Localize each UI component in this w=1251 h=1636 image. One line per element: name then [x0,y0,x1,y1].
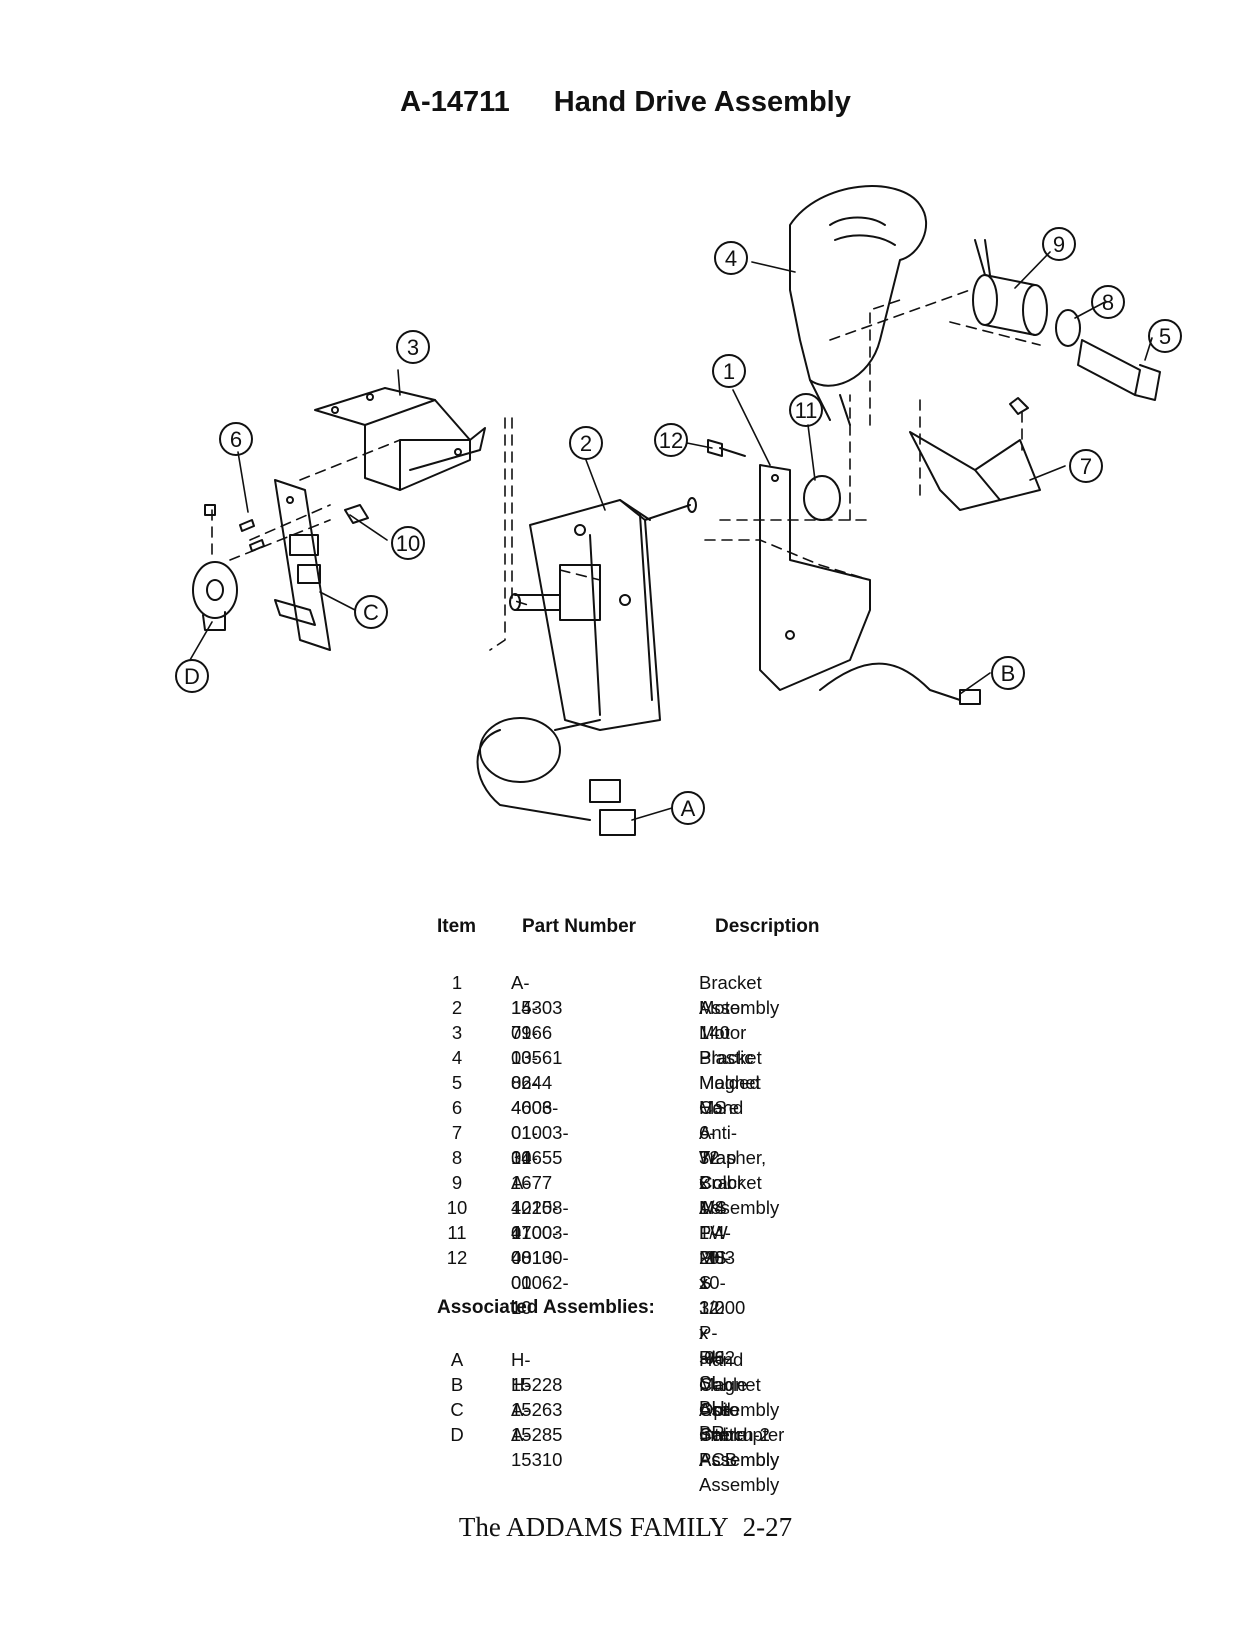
interrupter-part [192,561,238,631]
row-part: A-15303 [511,972,563,1018]
row-part: 4010-01062-10 [511,1247,569,1318]
callout-a: A [681,796,696,821]
row-item: 3 [451,1022,463,1043]
associated-assemblies-heading: Associated Assemblies: [437,1297,655,1318]
plastic-hand-part [789,185,927,426]
callout-b: B [1001,661,1016,686]
callout-1: 1 [723,359,735,384]
motor-gearbox-part [476,497,697,836]
row-desc: MS 10-32 x 5/8 SL-BH-BR [699,1247,731,1443]
row-part: 03-8644 [511,1047,553,1093]
callout-leader-lines [189,251,1153,821]
row-part: 4006-01003-04 [511,1097,569,1168]
row-desc: Magnet Coil Cable Assembly [699,1374,780,1470]
washer-color-part [1055,309,1081,347]
row-desc: Coil Assembly [699,1172,780,1218]
assembly-name: Hand Drive Assembly [553,86,851,118]
row-desc: Washer, Color [699,1147,767,1193]
exploded-view-diagram: 1 2 3 4 5 6 7 8 9 10 11 12 A B C D [175,185,1182,836]
callout-10: 10 [396,531,420,556]
row-item: A [450,1349,464,1370]
row-item: 12 [446,1247,468,1268]
row-part: 01-10561 [511,1022,563,1068]
bracket-assembly-part [759,464,981,705]
row-item: D [450,1424,464,1445]
header-item: Item [437,916,477,937]
footer-title: The ADDAMS FAMILY [458,1512,729,1542]
callout-3: 3 [407,335,419,360]
row-part: H-15228 [511,1349,563,1395]
row-desc: Motor Bracket [699,1022,762,1068]
callout-c: C [363,600,379,625]
row-desc: Interrupter Assembly [699,1424,785,1470]
washer-part [803,475,841,521]
callout-8: 8 [1102,290,1114,315]
row-item: B [450,1374,464,1395]
row-item: 7 [451,1122,463,1143]
page-title: A-14711 Hand Drive Assembly [0,86,1251,119]
row-desc: Anti-Trap Bracket [699,1122,762,1193]
row-part: 4700-00130-00 [511,1222,569,1293]
callout-2: 2 [580,431,592,456]
magnet-core-part [1077,339,1161,401]
callout-4: 4 [725,246,737,271]
row-desc: Magnet Core [699,1072,761,1118]
row-item: 11 [447,1222,467,1243]
page-number: 2-27 [742,1512,793,1542]
row-part: A-15285 [511,1399,563,1445]
row-part: H-15263 [511,1374,563,1420]
row-item: 8 [451,1147,463,1168]
row-item: C [450,1399,464,1420]
row-desc: Motor 140 [699,997,747,1043]
anti-trap-bracket-part [909,431,1041,511]
row-part: 4020-01003-08 [511,1197,569,1268]
page-footer: The ADDAMS FAMILY 2-27 [0,1512,1251,1543]
row-item: 1 [451,972,463,993]
header-part-number: Part Number [522,916,637,937]
row-item: 5 [451,1072,463,1093]
row-item: 4 [451,1047,463,1068]
motor-bracket-part [314,387,486,491]
row-desc: Opto Switch-2 PCB Assembly [699,1399,780,1495]
row-desc: Plastic Molded Hand [699,1047,760,1118]
row-part: A-12158-1 [511,1172,569,1243]
row-desc: MS 6-32 x 1/4 P-PH-S [699,1097,731,1293]
row-part: 01-10655 [511,1122,563,1168]
row-part: 31-1677 [511,1147,553,1193]
row-item: 6 [451,1097,463,1118]
row-desc: FW .203 x 1.000 x .062 [699,1222,746,1368]
row-desc: Bracket Assembly [699,972,780,1018]
row-part: A-15310 [511,1424,563,1470]
callout-11: 11 [795,398,818,423]
row-desc: MS 1/4-20 x 1/2 P-PH-S [699,1197,731,1393]
callout-7: 7 [1080,454,1092,479]
row-item: 9 [451,1172,463,1193]
assembly-code: A-14711 [400,86,510,118]
header-description: Description [715,916,820,937]
row-item: 2 [451,997,463,1018]
row-part: 02-4603 [511,1072,553,1118]
callout-d: D [184,664,200,689]
row-item: 10 [446,1197,468,1218]
callout-markers [175,227,1182,825]
coil-part [972,239,1048,336]
row-part: 14-7966 [511,997,553,1043]
screws [204,397,1029,552]
opto-switch-pcb [274,479,331,651]
callout-6: 6 [230,427,242,452]
callout-9: 9 [1053,232,1065,257]
callout-12: 12 [659,428,683,453]
callout-5: 5 [1159,324,1171,349]
row-desc: Hand Cable Assembly [699,1349,780,1420]
